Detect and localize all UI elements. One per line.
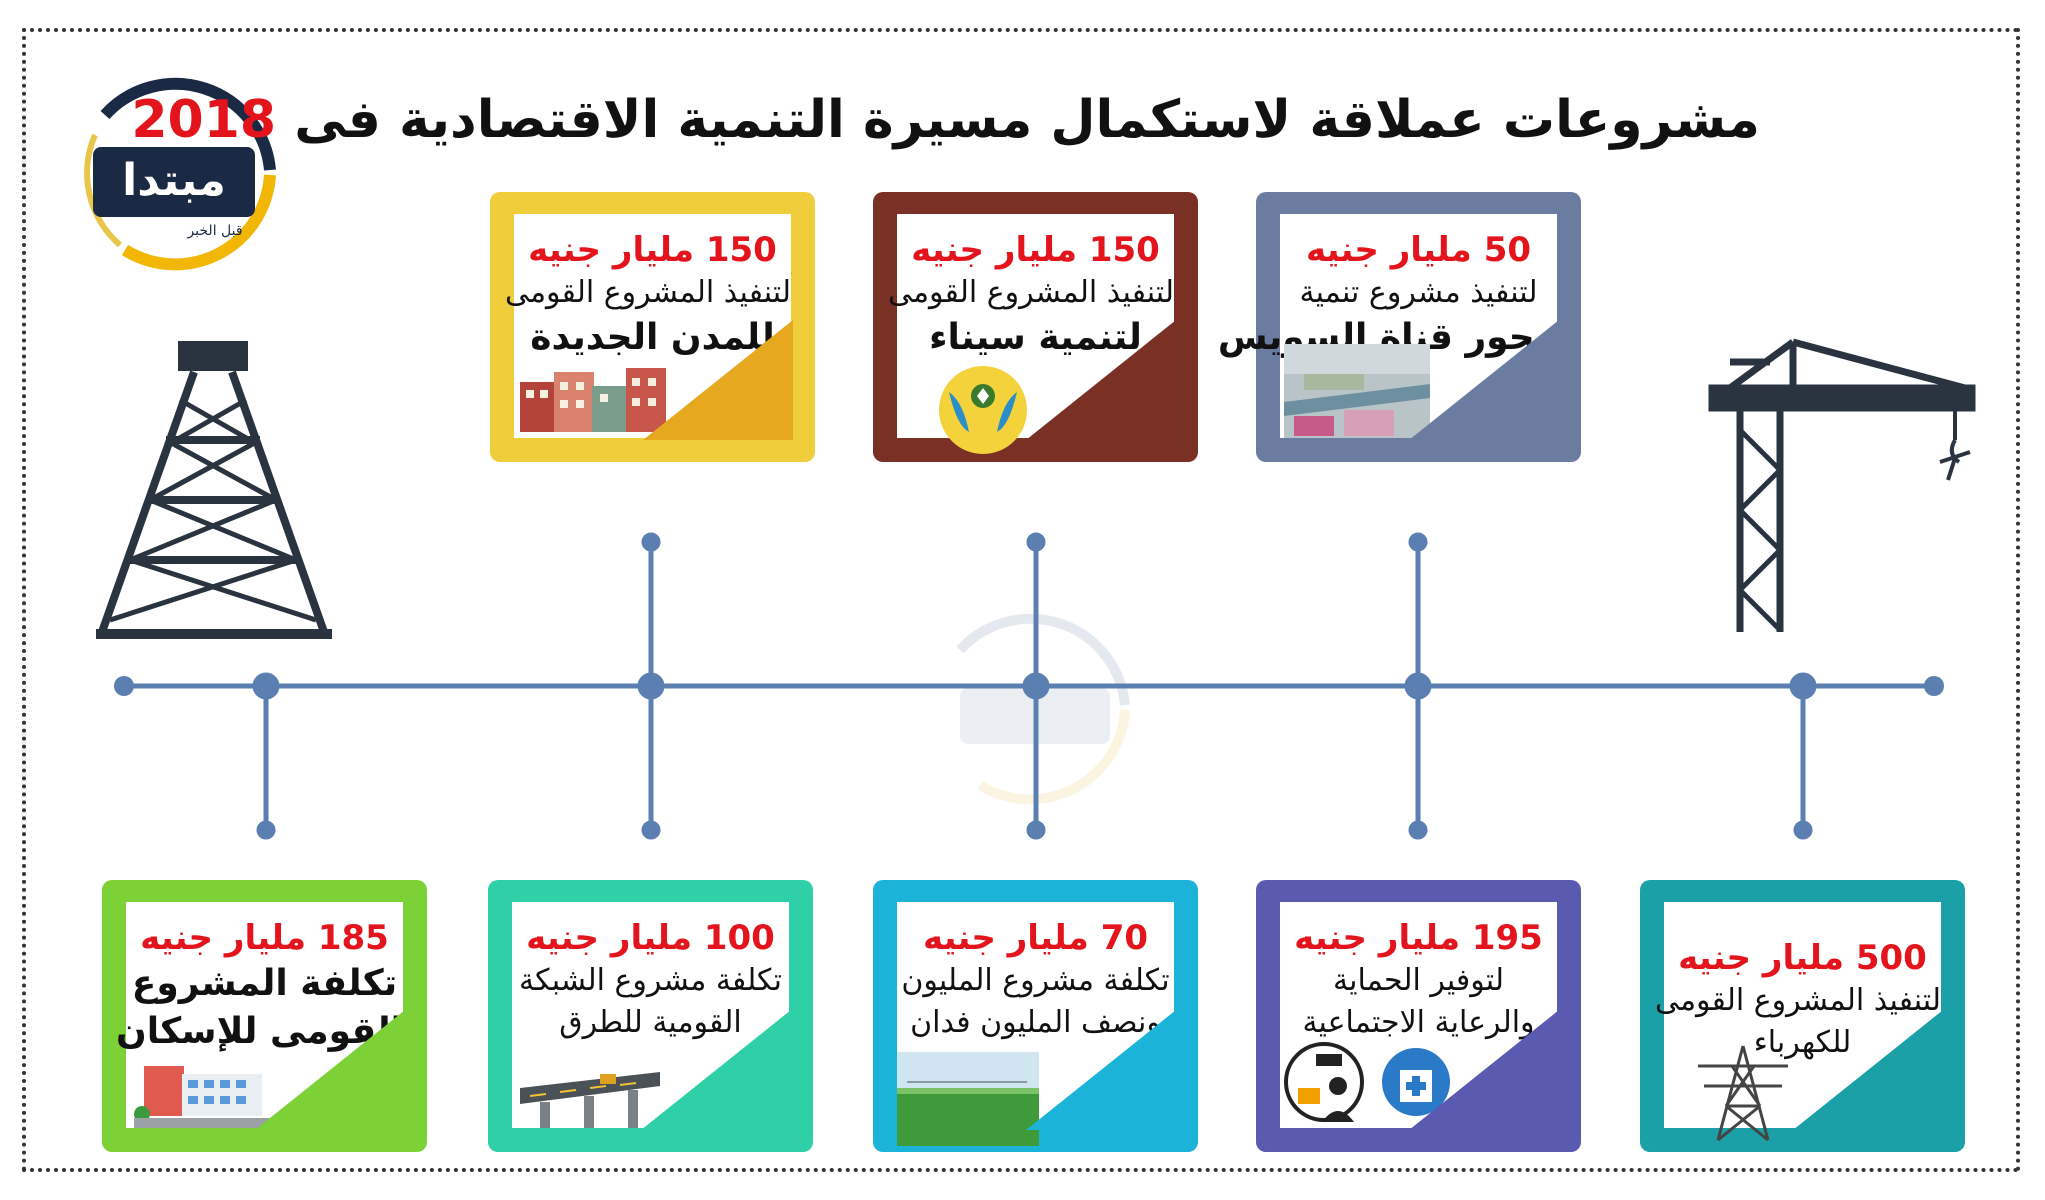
card-line2: والرعاية الاجتماعية — [1302, 1005, 1535, 1040]
title-year: 2018 — [131, 90, 277, 150]
card-line2: لتنمية سيناء — [929, 317, 1142, 358]
card-line2: القومى للإسكان — [115, 1011, 403, 1052]
card-sinai: 150 مليار جنيه لتنفيذ المشروع القومى لتن… — [873, 192, 1198, 462]
security-hospital-icon — [1284, 1042, 1450, 1122]
card-line1: لتنفيذ المشروع القومى — [1654, 983, 1941, 1018]
logo-tagline: قبل الخبر — [186, 223, 242, 239]
card-line2: للمدن الجديدة — [530, 317, 775, 358]
farmland-icon — [897, 1052, 1039, 1146]
card-line1: لتنفيذ مشروع تنمية — [1299, 275, 1538, 310]
card-roads: 100 مليار جنيه تكلفة مشروع الشبكة القومي… — [488, 880, 813, 1152]
page-title: مشروعات عملاقة لاستكمال مسيرة التنمية ال… — [131, 90, 1760, 150]
oil-derrick-icon — [96, 341, 332, 639]
card-amount: 185 مليار جنيه — [140, 918, 389, 958]
power-tower-icon — [1698, 1045, 1788, 1142]
mobtada-logo-icon: مبتدا قبل الخبر — [84, 77, 276, 271]
card-line1: تكلفة مشروع المليون — [901, 963, 1170, 998]
buildings-icon — [520, 368, 666, 432]
logo-name: مبتدا — [122, 155, 226, 206]
card-amount: 50 مليار جنيه — [1305, 230, 1532, 270]
card-line1: لتنفيذ المشروع القومى — [504, 275, 791, 310]
card-electricity: 500 مليار جنيه لتنفيذ المشروع القومى للك… — [1640, 880, 1965, 1152]
card-line1: تكلفة مشروع الشبكة — [519, 963, 782, 998]
canal-aerial-icon — [1284, 344, 1430, 438]
card-housing: 185 مليار جنيه تكلفة المشروع القومى للإس… — [102, 880, 427, 1152]
card-line1: لتنفيذ المشروع القومى — [887, 275, 1174, 310]
card-new-cities: 150 مليار جنيه لتنفيذ المشروع القومى للم… — [490, 192, 815, 462]
card-line1: لتوفير الحماية — [1333, 963, 1504, 998]
card-suez-canal: 50 مليار جنيه لتنفيذ مشروع تنمية محور قن… — [1218, 192, 1581, 462]
card-amount: 100 مليار جنيه — [526, 918, 775, 958]
card-amount: 150 مليار جنيه — [528, 230, 777, 270]
card-social-protection: 195 مليار جنيه لتوفير الحماية والرعاية ا… — [1256, 880, 1581, 1152]
card-amount: 70 مليار جنيه — [922, 918, 1149, 958]
card-feddan: 70 مليار جنيه تكلفة مشروع المليون ونصف ا… — [873, 880, 1198, 1152]
card-line1: تكلفة المشروع — [131, 963, 398, 1004]
card-line2: القومية للطرق — [559, 1005, 742, 1040]
card-amount: 150 مليار جنيه — [911, 230, 1160, 270]
sinai-emblem-icon — [939, 366, 1027, 454]
card-line2: ونصف المليون فدان — [910, 1005, 1161, 1040]
housing-building-icon — [134, 1066, 274, 1128]
bridge-road-icon — [520, 1072, 660, 1128]
dotted-frame — [22, 28, 2020, 1172]
crane-icon — [1708, 338, 1976, 632]
card-amount: 195 مليار جنيه — [1294, 918, 1543, 958]
card-amount: 500 مليار جنيه — [1678, 938, 1927, 978]
